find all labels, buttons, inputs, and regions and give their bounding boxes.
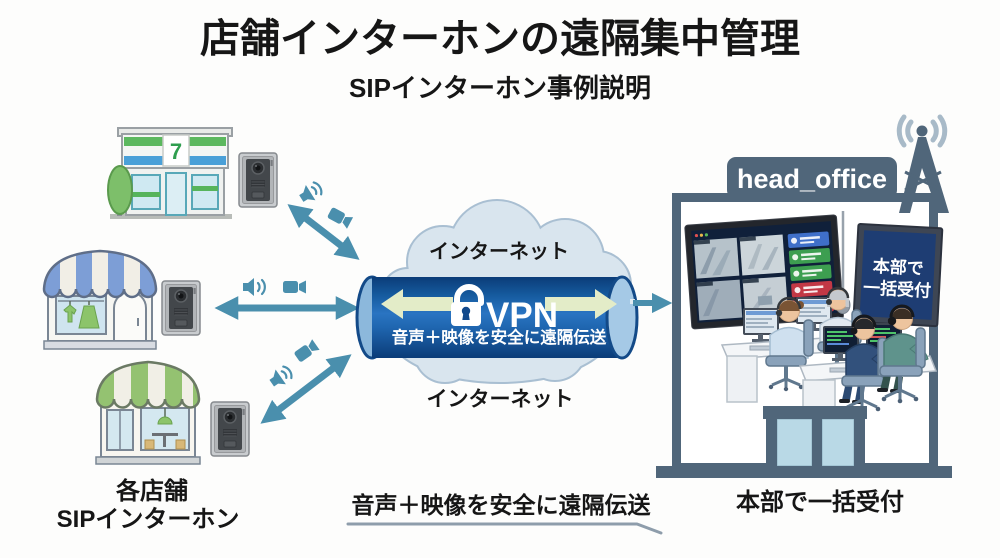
speaker-icon bbox=[241, 276, 266, 298]
clothes-display bbox=[63, 301, 100, 329]
reception-wall-monitor: 本部で 一括受付 bbox=[852, 223, 944, 328]
convenience-logo: 7 bbox=[170, 139, 182, 164]
link-arrow-top bbox=[287, 204, 360, 260]
radio-tower-icon bbox=[896, 114, 949, 213]
vpn-tunnel: VPN 音声＋映像を安全に遠隔伝送 bbox=[355, 275, 639, 360]
page-subtitle: SIPインターホン事例説明 bbox=[349, 73, 651, 103]
store-clothing bbox=[42, 249, 158, 350]
page-title: 店舗インターホンの遠隔集中管理 bbox=[200, 17, 800, 61]
video-camera-icon bbox=[283, 280, 306, 294]
cctv-feeds bbox=[693, 234, 789, 321]
building-floor bbox=[656, 466, 952, 478]
stores-caption: 各店舗 SIPインターホン bbox=[57, 477, 240, 533]
monitor-text-line2: 一括受付 bbox=[863, 277, 932, 301]
stores-caption-line2: SIPインターホン bbox=[57, 506, 240, 533]
tunnel-arrow-left bbox=[381, 289, 453, 319]
speaker-icon bbox=[295, 178, 326, 208]
vpn-label: VPN bbox=[486, 296, 558, 335]
caption-underline bbox=[346, 522, 663, 535]
intercom-device bbox=[238, 152, 278, 208]
head-office-building: 本部で 一括受付 bbox=[656, 114, 952, 478]
tree-icon bbox=[107, 165, 133, 216]
video-camera-icon bbox=[326, 206, 354, 229]
tunnel-caption: 音声＋映像を安全に遠隔伝送 bbox=[392, 327, 607, 347]
cafe-interior bbox=[144, 408, 186, 450]
head-office-sign-label: head_office bbox=[737, 164, 887, 194]
tunnel-arrow-right bbox=[545, 289, 617, 319]
operator bbox=[877, 304, 929, 404]
intercom-device bbox=[210, 401, 250, 457]
store-convenience: 7 bbox=[107, 127, 233, 219]
desk-monitor bbox=[743, 308, 779, 342]
stores-caption-line1: 各店舗 bbox=[115, 477, 188, 505]
video-camera-icon bbox=[293, 339, 320, 364]
link-arrow-bottom bbox=[260, 354, 352, 424]
desk-monitor bbox=[823, 326, 859, 361]
internet-label-top: インターネット bbox=[429, 240, 569, 263]
speaker-icon bbox=[265, 362, 296, 392]
head-office-sign: head_office bbox=[727, 157, 897, 199]
internet-label-bottom: インターネット bbox=[427, 388, 574, 411]
lock-icon bbox=[451, 284, 484, 326]
secure-transfer-caption: 音声＋映像を安全に遠隔伝送 bbox=[346, 492, 663, 535]
head-office-caption: 本部で一括受付 bbox=[736, 488, 904, 516]
entrance-door bbox=[763, 406, 867, 467]
secure-transfer-text: 音声＋映像を安全に遠隔伝送 bbox=[352, 492, 651, 518]
monitor-text-line1: 本部で bbox=[872, 256, 924, 279]
store-cafe bbox=[95, 360, 201, 465]
intercom-device bbox=[161, 280, 201, 336]
operator bbox=[765, 296, 814, 392]
